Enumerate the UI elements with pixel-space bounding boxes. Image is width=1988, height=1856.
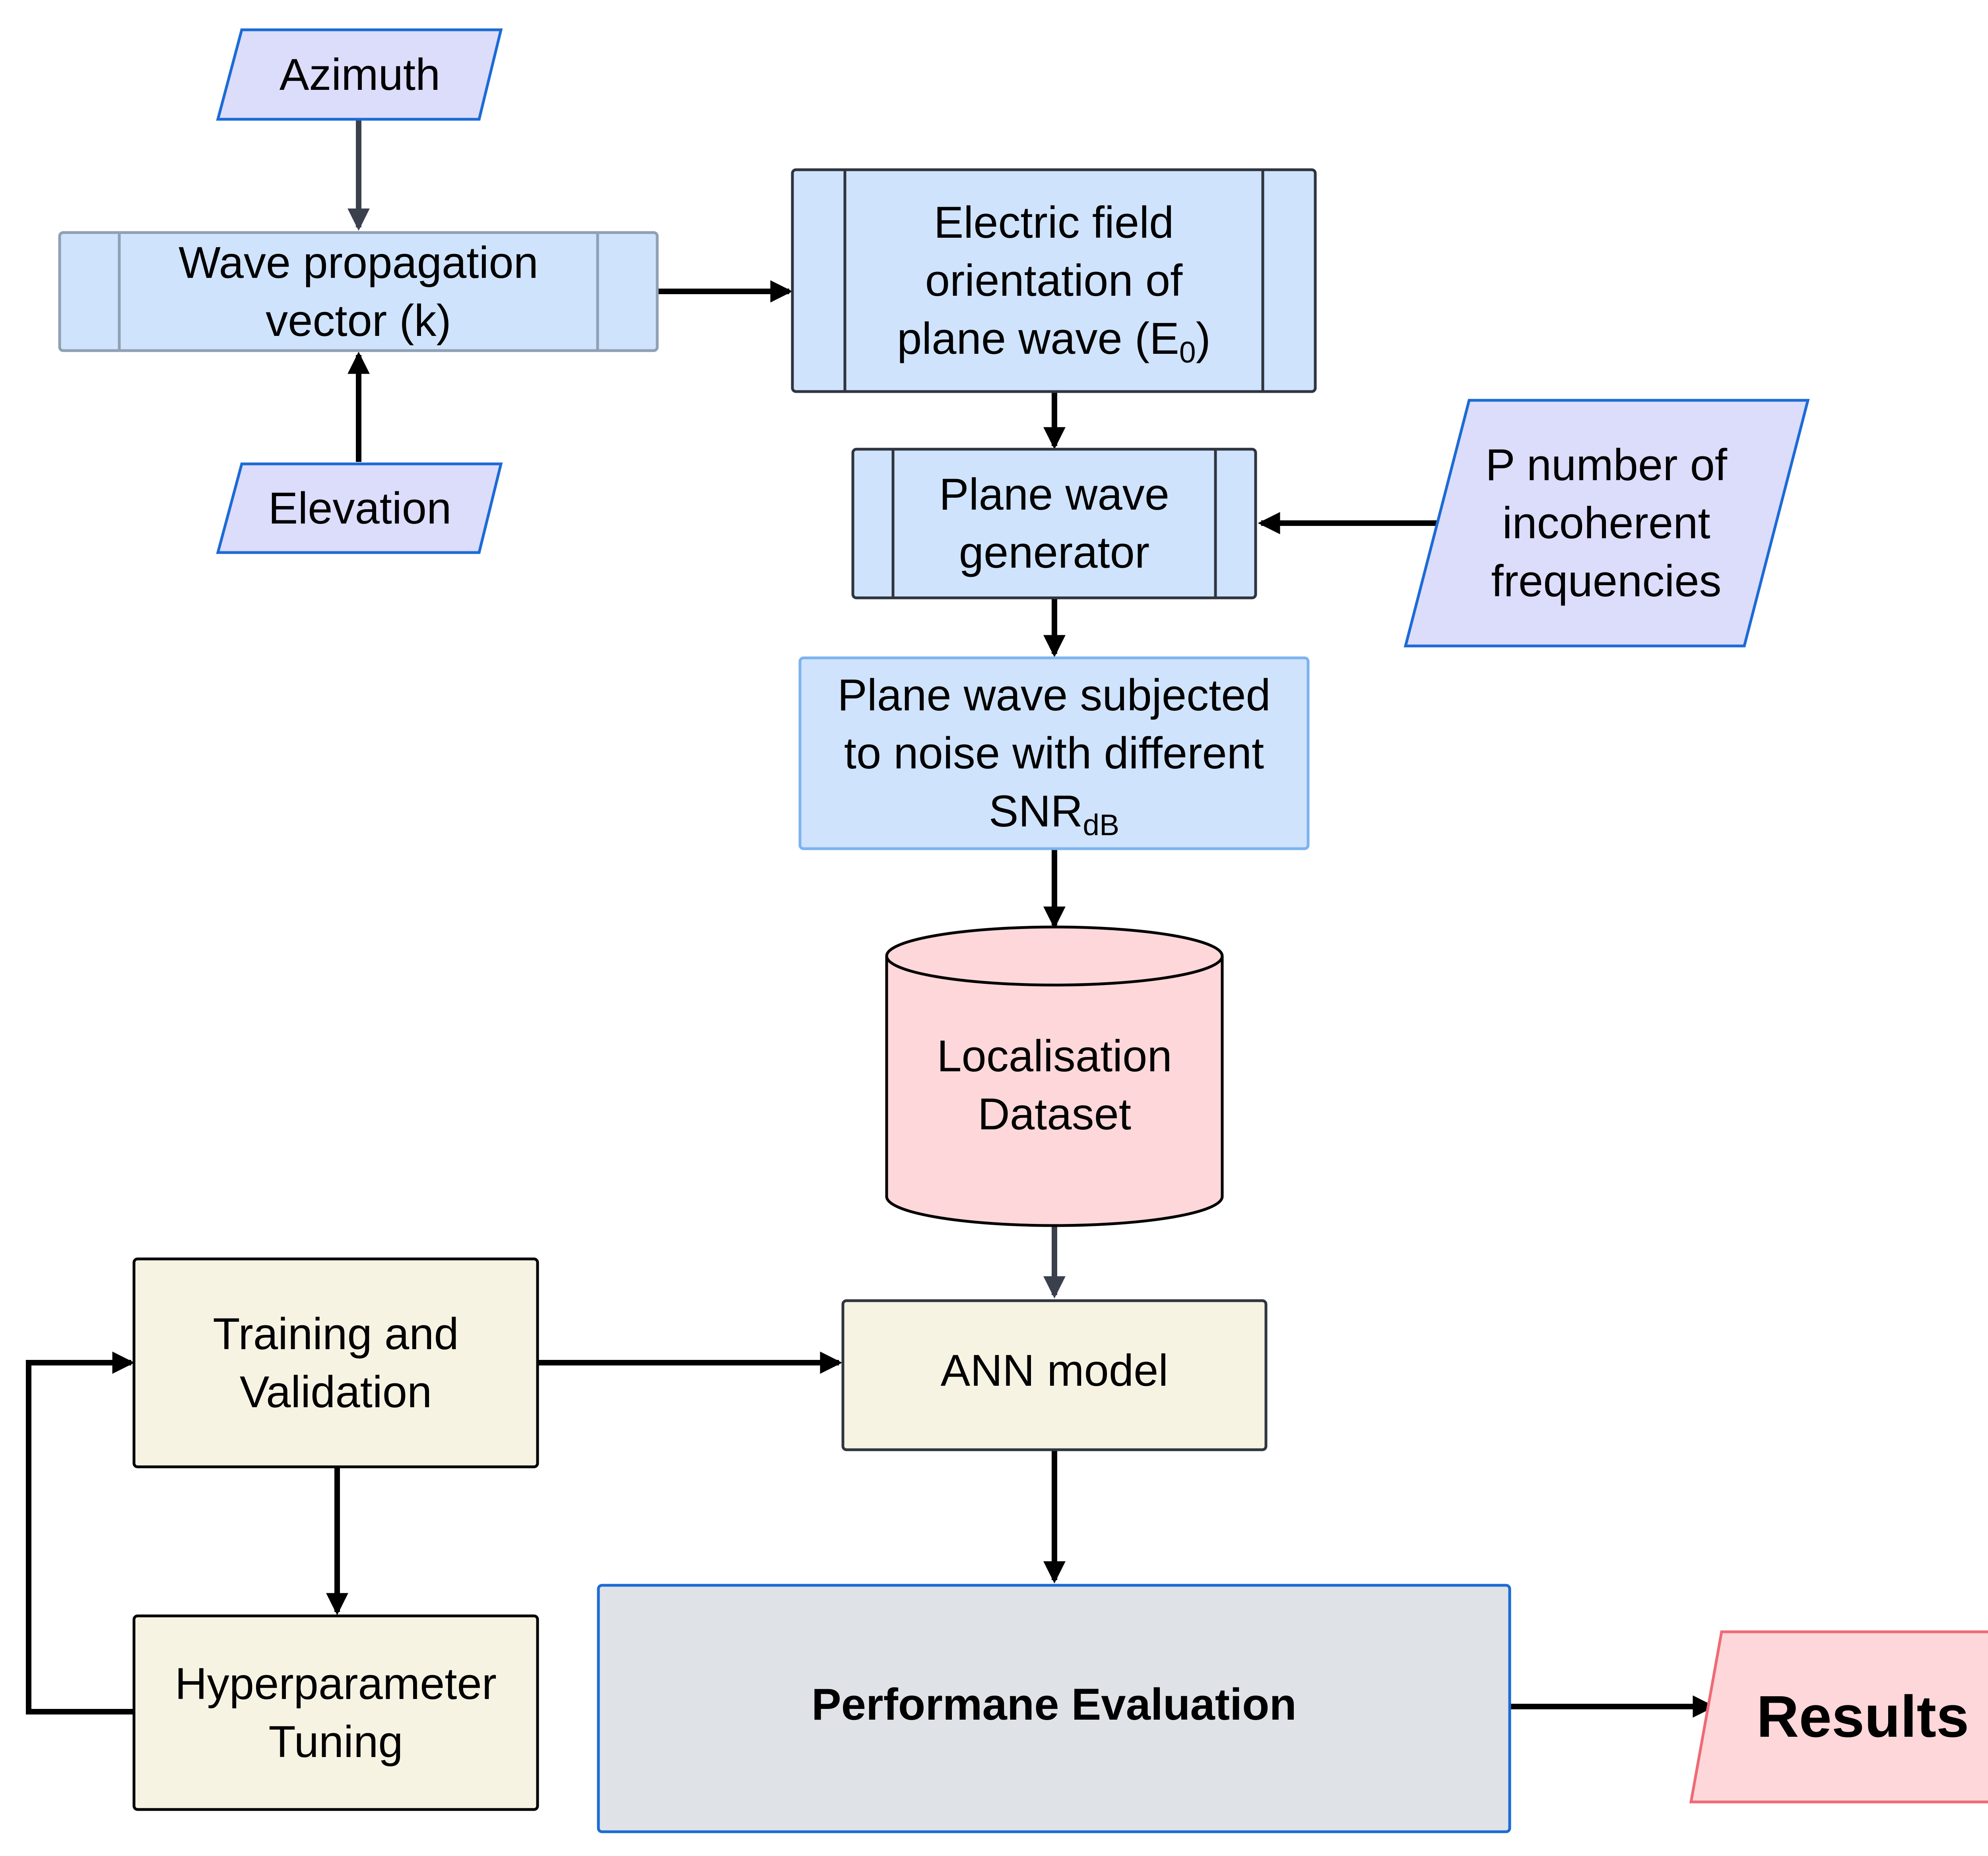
- ann-text: ANN model: [940, 1345, 1169, 1395]
- efield-line-3-close: ): [1196, 314, 1211, 363]
- hyper-line-2: Tuning: [268, 1716, 403, 1767]
- p-number-line-2: incoherent: [1502, 498, 1710, 548]
- noise-subscript: dB: [1083, 808, 1120, 842]
- dataset-shape: [885, 925, 1224, 1227]
- dataset-label: Localisation Dataset: [887, 1002, 1222, 1169]
- plane-gen-label: Plane wave generator: [893, 449, 1215, 598]
- noise-label: Plane wave subjected to noise with diffe…: [800, 658, 1308, 849]
- edge-hyper-to-training: [26, 1352, 135, 1714]
- edges: [26, 120, 1715, 1718]
- efield-shape: [791, 168, 1317, 393]
- hyper-shape: [132, 1614, 539, 1811]
- azimuth-shape: [216, 28, 503, 121]
- wave-vector-line-2: vector (k): [266, 295, 451, 345]
- eval-label: Performane Evaluation: [598, 1585, 1510, 1824]
- training-label: Training and Validation: [134, 1259, 538, 1467]
- p-number-label: P number of incoherent frequencies: [1447, 400, 1765, 646]
- eval-text: Performane Evaluation: [812, 1680, 1297, 1729]
- eval-shape: [597, 1584, 1511, 1833]
- wave-vector-line-1: Wave propagation: [179, 237, 538, 287]
- noise-shape: [798, 656, 1310, 850]
- elevation-shape: [216, 462, 503, 554]
- efield-label: Electric field orientation of plane wave…: [845, 170, 1263, 392]
- results-text: Results: [1756, 1684, 1969, 1749]
- p-number-line-3: frequencies: [1491, 556, 1722, 606]
- training-line-1: Training and: [213, 1309, 459, 1359]
- dataset-line-1: Localisation: [937, 1031, 1172, 1081]
- efield-line-3: plane wave (E0): [897, 310, 1211, 368]
- results-label: Results: [1702, 1632, 1988, 1802]
- wave-vector-shape: [58, 231, 659, 352]
- hyper-label: Hyperparameter Tuning: [134, 1616, 538, 1809]
- plane-gen-shape: [851, 448, 1257, 599]
- noise-line-1: Plane wave subjected: [837, 670, 1271, 720]
- plane-gen-line-1: Plane wave: [939, 469, 1170, 519]
- noise-line-3: SNRdB: [989, 782, 1119, 840]
- training-shape: [132, 1257, 539, 1468]
- efield-subscript: 0: [1179, 336, 1196, 369]
- ann-label: ANN model: [843, 1296, 1266, 1445]
- noise-line-2: to noise with different: [844, 728, 1264, 778]
- azimuth-text: Azimuth: [279, 49, 441, 99]
- elevation-text: Elevation: [268, 483, 452, 533]
- p-number-shape: [1404, 399, 1810, 648]
- results-shape: [1689, 1630, 1988, 1804]
- dataset-line-2: Dataset: [978, 1089, 1131, 1139]
- efield-line-2: orientation of: [925, 256, 1183, 305]
- efield-line-3-main: plane wave (E: [897, 314, 1179, 363]
- hyper-line-1: Hyperparameter: [175, 1658, 497, 1709]
- efield-line-1: Electric field: [934, 198, 1174, 247]
- training-line-2: Validation: [239, 1367, 432, 1417]
- elevation-label: Elevation: [223, 464, 497, 553]
- p-number-line-1: P number of: [1485, 440, 1728, 490]
- azimuth-label: Azimuth: [223, 30, 497, 119]
- plane-gen-line-2: generator: [959, 528, 1150, 577]
- wave-vector-label: Wave propagation vector (k): [119, 233, 598, 351]
- ann-shape: [841, 1299, 1268, 1451]
- noise-line-3-main: SNR: [988, 786, 1083, 836]
